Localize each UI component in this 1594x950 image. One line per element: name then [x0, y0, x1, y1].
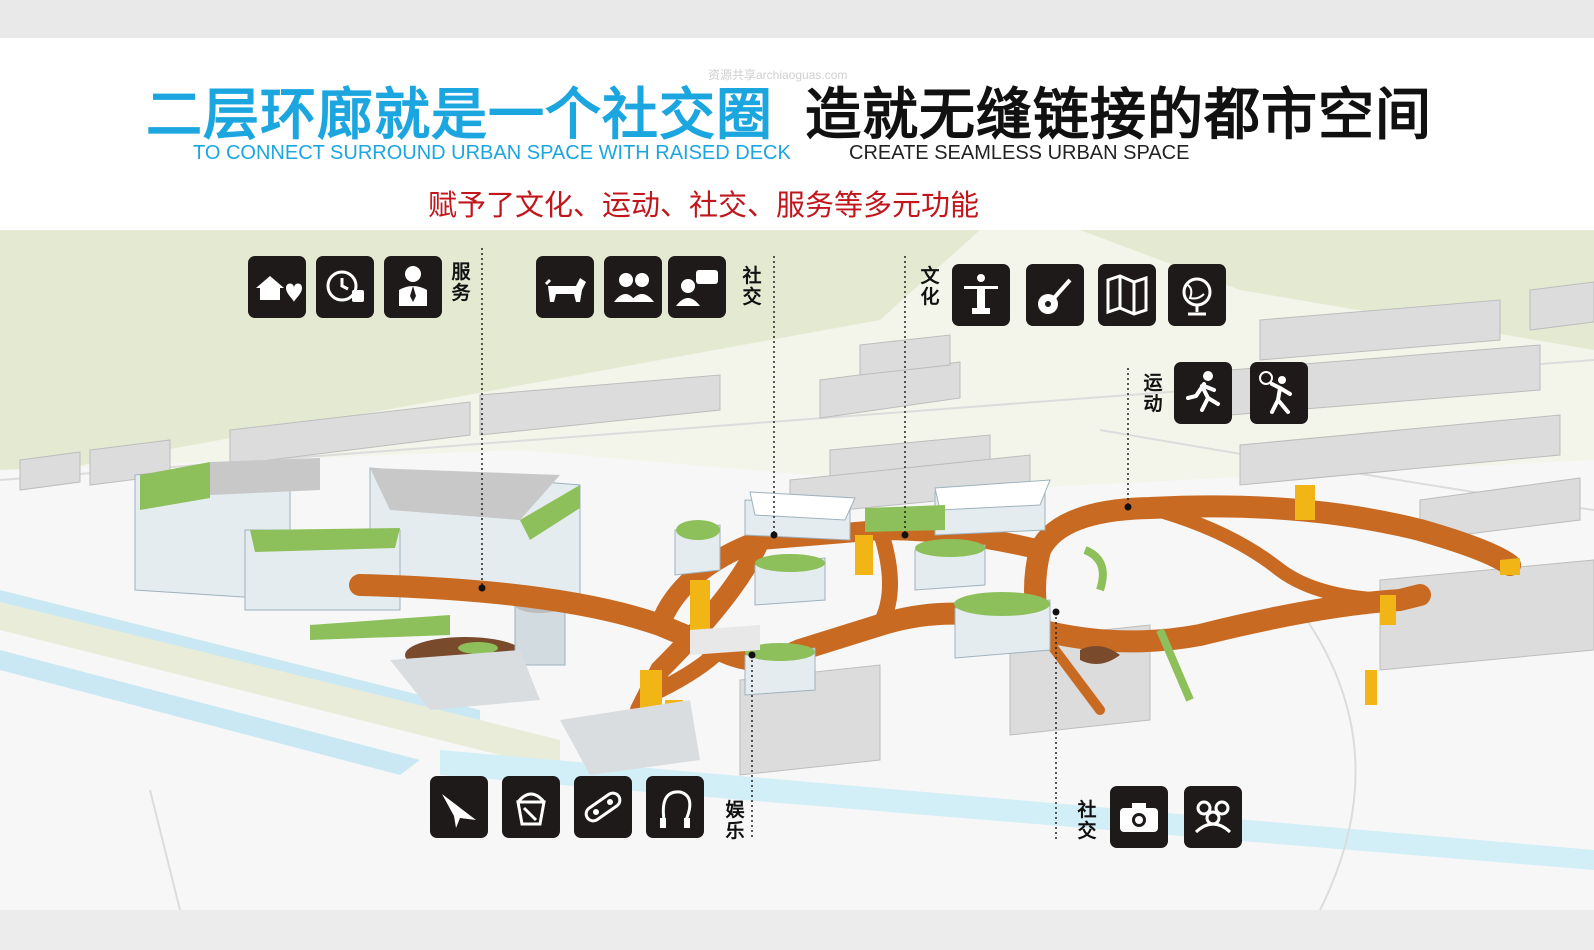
map-icon [1098, 264, 1156, 326]
chat-person-icon [668, 256, 726, 318]
subtitle-left: TO CONNECT SURROUND URBAN SPACE WITH RAI… [193, 142, 791, 164]
green-field-left [0, 230, 980, 480]
clock-coffee-icon [316, 256, 374, 318]
guitar-icon [1026, 264, 1084, 326]
watermark: 资源共享archiaoguas.com [708, 68, 848, 82]
raised-deck [349, 495, 1521, 720]
group-people-icon [1184, 786, 1242, 848]
title-right: 造就无缝链接的都市空间 [805, 83, 1432, 148]
title-left: 二层环廊就是一个社交圈 [146, 83, 773, 148]
site-plan [0, 230, 1594, 910]
paper-plane-icon [430, 776, 488, 838]
sand-bucket-icon [502, 776, 560, 838]
plazas [390, 625, 760, 775]
tennis-icon [1250, 362, 1308, 424]
tagline: 赋予了文化、运动、社交、服务等多元功能 [428, 188, 980, 222]
camera-icon [1110, 786, 1168, 848]
category-label-leisure: 娱乐 [725, 799, 745, 842]
leader-dots [478, 503, 1132, 659]
central-buildings [674, 479, 1051, 696]
skateboard-icon [574, 776, 632, 838]
jump-rope-icon [646, 776, 704, 838]
bottom-bar [0, 910, 1594, 950]
globe-icon [1168, 264, 1226, 326]
category-label-sport: 运动 [1143, 372, 1163, 415]
category-label-social-top: 社交 [742, 265, 762, 308]
two-people-icon [604, 256, 662, 318]
canal-3 [440, 750, 1594, 870]
category-label-social-bottom: 社交 [1077, 799, 1097, 842]
category-label-culture: 文化 [920, 265, 940, 308]
home-heart-icon [248, 256, 306, 318]
main-complex [134, 458, 581, 673]
leader-lines [481, 248, 1129, 842]
dog-icon [536, 256, 594, 318]
running-icon [1174, 362, 1232, 424]
category-label-service: 服务 [451, 261, 471, 304]
statue-icon [952, 264, 1010, 326]
slide: 资源共享archiaoguas.com 二层环廊就是一个社交圈 造就无缝链接的都… [0, 38, 1594, 910]
subtitle-right: CREATE SEAMLESS URBAN SPACE [849, 142, 1190, 164]
canal [0, 590, 480, 720]
staff-person-icon [384, 256, 442, 318]
road-belt [0, 600, 560, 770]
canal-2 [0, 650, 420, 775]
